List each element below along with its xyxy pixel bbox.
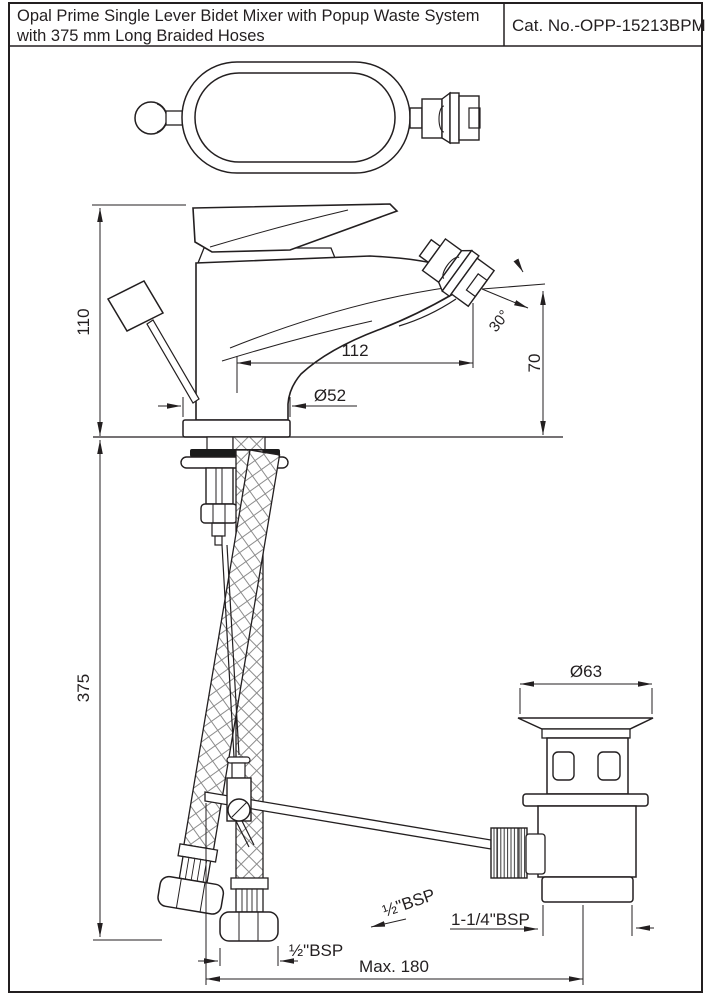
hose-nut-right <box>157 875 225 915</box>
waste-collar <box>541 728 631 739</box>
braided-hose-right <box>157 449 281 915</box>
hose-nut-left <box>219 911 279 942</box>
popup-knob <box>106 280 165 332</box>
popup-rod-lower <box>221 544 240 758</box>
aerator-front <box>418 237 496 308</box>
popup-linkage <box>204 544 492 850</box>
front-view <box>106 203 496 438</box>
waste-top-flange <box>517 717 654 730</box>
lever-handle <box>192 203 399 253</box>
hose-corrugation-left <box>235 888 264 913</box>
base-plate <box>182 419 291 438</box>
waste-lower-body <box>537 805 637 878</box>
lever-outline-top <box>194 72 396 163</box>
dim-max-linkage-reach: Max. 180 <box>359 957 429 976</box>
lever-accent-line <box>209 209 349 248</box>
dim-body-height: 110 <box>74 308 93 335</box>
waste-window-left <box>552 751 575 781</box>
dim-hose-length: 375 <box>74 674 93 702</box>
aerator-notch-top <box>468 107 481 129</box>
hose-root <box>232 436 266 451</box>
product-title-line2: with 375 mm Long Braided Hoses <box>16 27 265 45</box>
top-view <box>134 61 481 174</box>
waste-mid-flange <box>522 793 649 807</box>
dim-base-diameter: Ø52 <box>314 386 346 405</box>
dim-spout-reach: 112 <box>341 341 368 360</box>
catalog-number: Cat. No.-OPP-15213BPM <box>512 16 706 35</box>
spout-tip-curve <box>398 298 457 327</box>
aerator-top <box>409 91 481 145</box>
dim-aerator-height: 70 <box>525 354 544 373</box>
rod-stem <box>231 762 246 779</box>
waste-window-right <box>597 751 621 781</box>
waste-upper-body <box>546 737 629 795</box>
title-block: Opal Prime Single Lever Bidet Mixer with… <box>8 2 706 993</box>
rod-guide-tip <box>214 535 223 546</box>
popup-rod-upper <box>146 319 200 404</box>
threaded-shank <box>205 467 234 505</box>
hose-ferrule-left <box>230 877 269 890</box>
sheet-border <box>8 2 703 993</box>
waste-inlet-connector <box>525 833 546 875</box>
waste-tailpiece <box>541 876 634 903</box>
mounting-nut-facets <box>212 504 226 523</box>
mounting-nut <box>200 503 238 524</box>
product-title-line1: Opal Prime Single Lever Bidet Mixer with… <box>17 7 480 25</box>
shank-thread-lines <box>215 468 223 504</box>
waste-side-inlet-knurled <box>490 827 528 879</box>
spout-accent-line-1 <box>229 286 452 349</box>
dim-waste-thread: 1-1/4"BSP <box>451 910 530 929</box>
spout-accent-line-2 <box>221 320 373 362</box>
popup-waste-assembly <box>490 717 654 903</box>
dim-hose-thread-left: ½"BSP <box>289 941 343 960</box>
dim-waste-flange-diameter: Ø63 <box>570 662 602 681</box>
linkage-lower-arm <box>235 820 255 848</box>
rod-flange <box>226 756 251 764</box>
shank-collar <box>206 436 234 451</box>
